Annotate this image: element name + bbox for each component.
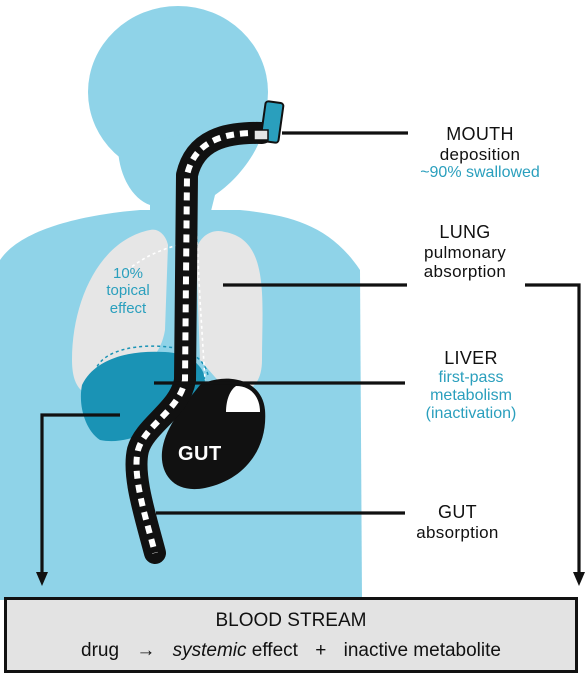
stomach-label: GUT	[178, 443, 222, 466]
metabolite-label: inactive metabolite	[344, 640, 501, 661]
mouth-swallowed: ~90% swallowed	[400, 164, 560, 182]
lung-title: LUNG	[400, 222, 530, 243]
gut-absorption: absorption	[400, 523, 515, 543]
lung-label-group: LUNG pulmonary absorption	[400, 222, 530, 282]
plus-symbol: +	[315, 640, 326, 661]
topical-word: topical	[88, 282, 168, 299]
effect-label: effect	[252, 640, 298, 661]
liver-metabolism: metabolism	[400, 387, 542, 405]
mouth-label-group: MOUTH deposition ~90% swallowed	[400, 124, 560, 183]
gut-title: GUT	[400, 502, 515, 523]
blood-stream-box: BLOOD STREAM drug → systemic effect + in…	[4, 597, 578, 673]
mouth-deposition: deposition	[400, 145, 560, 165]
drug-label: drug	[81, 640, 119, 661]
topical-effect: effect	[88, 300, 168, 317]
liver-label-group: LIVER first-pass metabolism (inactivatio…	[400, 348, 542, 424]
arrow-symbol: →	[136, 640, 155, 661]
lung-absorption: absorption	[400, 262, 530, 282]
systemic-label: systemic	[173, 640, 247, 661]
gut-label-group: GUT absorption	[400, 502, 515, 542]
blood-stream-title: BLOOD STREAM	[7, 610, 575, 632]
lung-pulmonary: pulmonary	[400, 243, 530, 263]
mouth-title: MOUTH	[400, 124, 560, 145]
topical-percent: 10%	[88, 265, 168, 282]
topical-effect-group: 10% topical effect	[88, 265, 168, 317]
blood-stream-equation: drug → systemic effect + inactive metabo…	[7, 640, 575, 662]
liver-first-pass: first-pass	[400, 369, 542, 387]
liver-inactivation: (inactivation)	[400, 405, 542, 423]
liver-title: LIVER	[400, 348, 542, 369]
